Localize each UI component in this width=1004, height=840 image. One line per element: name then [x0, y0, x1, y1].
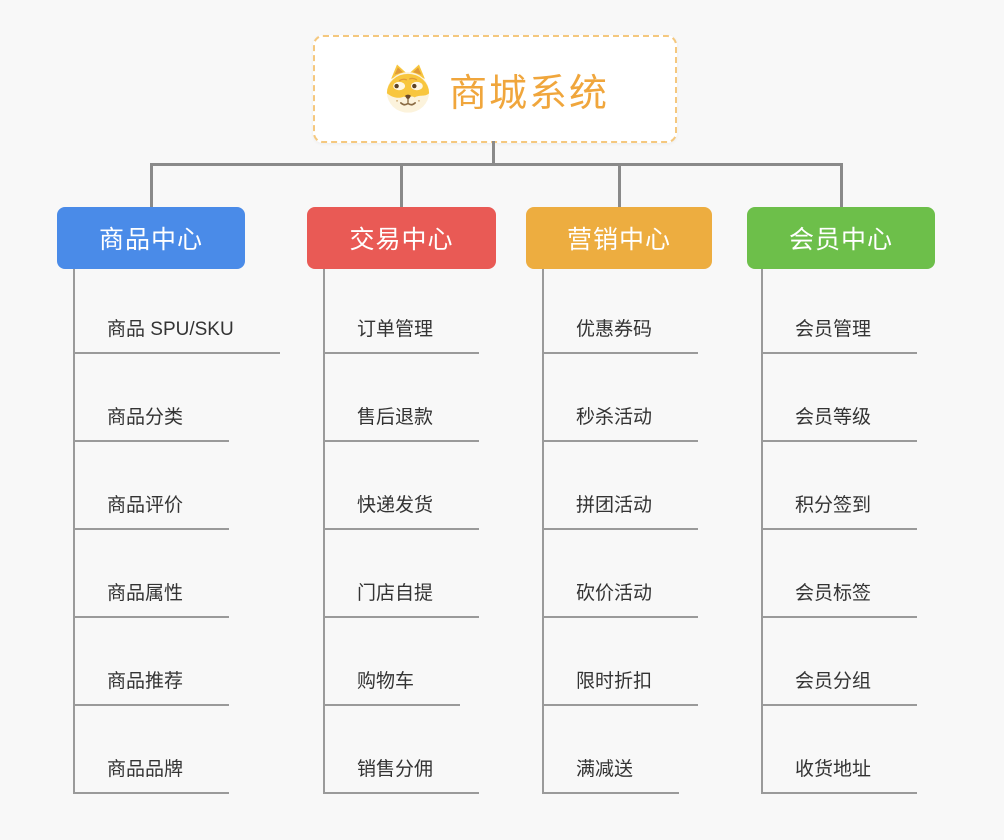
connector-stub-marketing	[618, 163, 621, 209]
branch-list-trade: 订单管理 售后退款 快递发货 门店自提 购物车 销售分佣	[323, 269, 480, 794]
leaf-node[interactable]: 满减送	[544, 706, 680, 794]
leaf-node[interactable]: 快递发货	[325, 442, 480, 530]
branch-label: 交易中心	[349, 226, 454, 254]
leaf-node[interactable]: 会员标签	[763, 530, 918, 618]
connector-stub-product	[150, 163, 153, 209]
dog-icon	[381, 62, 435, 116]
branch-label: 会员中心	[788, 226, 893, 254]
branch-header-product[interactable]: 商品中心	[57, 207, 245, 269]
leaf-node[interactable]: 限时折扣	[544, 618, 699, 706]
leaf-node[interactable]: 积分签到	[763, 442, 918, 530]
connector-main-horizontal	[150, 163, 842, 166]
branch-header-trade[interactable]: 交易中心	[307, 207, 496, 269]
leaf-node[interactable]: 订单管理	[325, 269, 480, 354]
branch-header-member[interactable]: 会员中心	[747, 207, 935, 269]
leaf-node[interactable]: 会员等级	[763, 354, 918, 442]
branch-label: 商品中心	[98, 226, 203, 254]
connector-stub-trade	[400, 163, 403, 209]
leaf-node[interactable]: 会员管理	[763, 269, 918, 354]
leaf-node[interactable]: 砍价活动	[544, 530, 699, 618]
leaf-node[interactable]: 会员分组	[763, 618, 918, 706]
leaf-node[interactable]: 门店自提	[325, 530, 480, 618]
connector-root-vertical	[492, 141, 495, 165]
root-title: 商城系统	[448, 72, 609, 115]
leaf-node[interactable]: 秒杀活动	[544, 354, 699, 442]
leaf-node[interactable]: 商品推荐	[75, 618, 230, 706]
leaf-node[interactable]: 商品评价	[75, 442, 230, 530]
root-node[interactable]: 商城系统	[313, 35, 677, 143]
leaf-node[interactable]: 购物车	[325, 618, 461, 706]
leaf-node[interactable]: 商品品牌	[75, 706, 230, 794]
branch-header-marketing[interactable]: 营销中心	[526, 207, 712, 269]
leaf-node[interactable]: 优惠券码	[544, 269, 699, 354]
leaf-node[interactable]: 拼团活动	[544, 442, 699, 530]
leaf-node[interactable]: 商品分类	[75, 354, 230, 442]
leaf-node[interactable]: 销售分佣	[325, 706, 480, 794]
branch-list-marketing: 优惠券码 秒杀活动 拼团活动 砍价活动 限时折扣 满减送	[542, 269, 699, 794]
leaf-node[interactable]: 商品 SPU/SKU	[75, 269, 280, 354]
branch-list-product: 商品 SPU/SKU 商品分类 商品评价 商品属性 商品推荐 商品品牌	[73, 269, 280, 794]
leaf-node[interactable]: 售后退款	[325, 354, 480, 442]
leaf-node[interactable]: 收货地址	[763, 706, 918, 794]
leaf-node[interactable]: 商品属性	[75, 530, 230, 618]
branch-label: 营销中心	[566, 226, 671, 254]
connector-stub-member	[840, 163, 843, 209]
branch-list-member: 会员管理 会员等级 积分签到 会员标签 会员分组 收货地址	[761, 269, 918, 794]
